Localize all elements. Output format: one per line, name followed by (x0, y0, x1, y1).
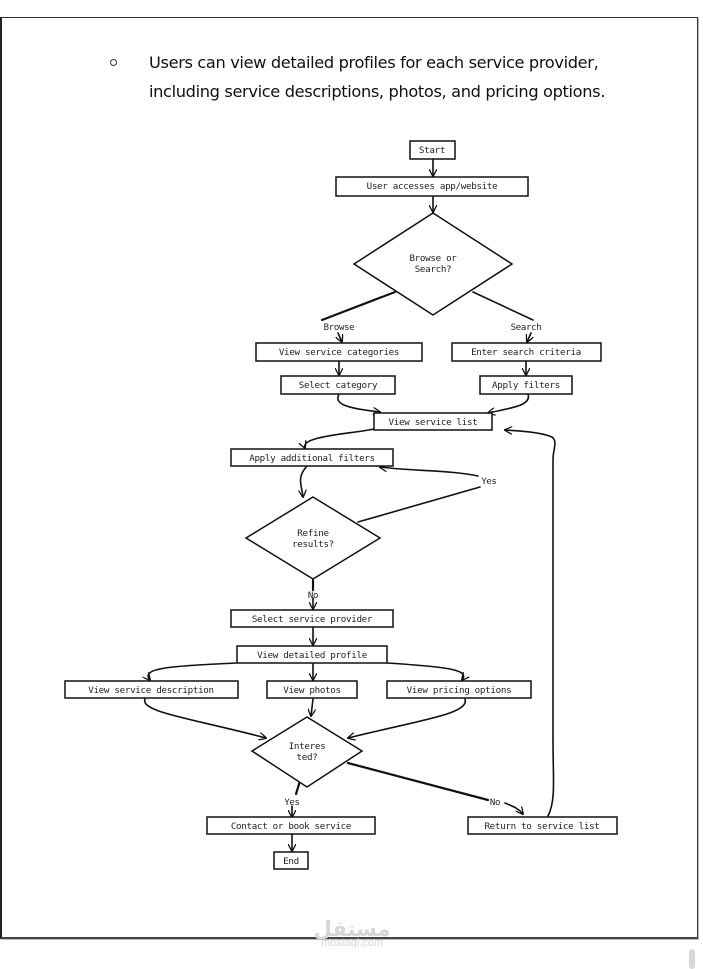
node-enter-search (451, 342, 602, 362)
node-enter-search-label: Enter search criteria (471, 347, 581, 358)
node-interested (250, 716, 364, 788)
edge-filters-list (488, 393, 530, 413)
node-end-label: End (283, 856, 299, 867)
node-end (273, 851, 309, 870)
node-apply-additional (230, 448, 394, 467)
edge-no-return (504, 802, 523, 814)
edge-label-refine-yes: Yes (481, 477, 496, 487)
edge-return-list (505, 430, 556, 817)
node-start-label: Start (419, 145, 445, 156)
edge-label-browse: Browse (324, 323, 355, 333)
node-interested-label-1: Interes (289, 741, 326, 752)
edge-interested-no (346, 761, 490, 802)
edge-profile-pricing (386, 662, 464, 680)
node-apply-filters-label: Apply filters (492, 380, 560, 391)
node-browse-or-search (352, 212, 514, 316)
node-browse-or-search-label-2: Search? (415, 264, 452, 275)
bullet-text-line-2: including service descriptions, photos, … (149, 82, 606, 101)
node-view-pricing-label: View pricing options (407, 685, 512, 696)
edge-photos-interested (311, 698, 313, 716)
node-view-categories (255, 342, 423, 362)
edge-description-interested (144, 698, 266, 738)
node-refine-results-label-1: Refine (297, 528, 328, 539)
node-apply-additional-label: Apply additional filters (249, 453, 375, 464)
edge-decision-browse (320, 290, 397, 322)
watermark-latin: mostaql.com (320, 937, 384, 949)
node-contact-book (206, 816, 376, 835)
node-contact-book-label: Contact or book service (231, 821, 351, 832)
node-return-list-label: Return to service list (484, 821, 599, 832)
node-view-profile (236, 645, 388, 664)
watermark: مستقل mostaql.com (306, 918, 398, 949)
node-view-profile-label: View detailed profile (257, 650, 367, 661)
node-start (409, 140, 456, 160)
edge-list-additional (305, 428, 375, 448)
node-view-description-label: View service description (88, 685, 214, 696)
edge-yes-additional (380, 467, 479, 477)
node-select-provider-label: Select service provider (252, 614, 373, 625)
watermark-arabic: مستقل (313, 917, 391, 941)
edge-decision-search (472, 291, 534, 321)
node-apply-filters (479, 375, 573, 395)
edge-refine-yes (357, 486, 481, 523)
node-view-service-list-label: View service list (389, 417, 478, 428)
node-refine-results (244, 496, 382, 580)
node-view-photos (266, 680, 358, 699)
edge-interested-yes (294, 779, 302, 796)
node-select-provider (230, 609, 394, 628)
node-select-category-label: Select category (299, 380, 378, 391)
edge-browse-categories (338, 332, 342, 342)
node-view-pricing (386, 680, 532, 699)
node-access-label: User accesses app/website (367, 181, 498, 192)
node-view-categories-label: View service categories (279, 347, 399, 358)
bullet-text-line-1: Users can view detailed profiles for eac… (149, 53, 599, 72)
bullet-paragraph: Users can view detailed profiles for eac… (110, 48, 645, 106)
edge-pricing-interested (348, 698, 466, 738)
scrollbar-thumb[interactable] (689, 949, 695, 969)
node-return-list (467, 816, 618, 835)
node-interested-label-2: ted? (297, 752, 318, 763)
node-view-description (64, 680, 239, 699)
node-access (335, 176, 529, 197)
edge-label-search: Search (511, 323, 542, 333)
node-browse-or-search-label-1: Browse or (409, 253, 457, 264)
edge-profile-description (148, 662, 237, 680)
edge-label-interested-no: No (490, 798, 500, 808)
edge-search-enter (527, 332, 531, 342)
edge-category-list (337, 393, 380, 412)
node-select-category (280, 375, 396, 395)
edge-additional-refine (300, 465, 308, 497)
hollow-circle-bullet-icon (110, 59, 117, 66)
edge-label-interested-yes: Yes (284, 798, 299, 808)
node-view-service-list (373, 412, 493, 431)
document-page (0, 17, 698, 939)
node-view-photos-label: View photos (283, 685, 341, 696)
node-refine-results-label-2: results? (292, 539, 334, 550)
edge-label-refine-no: No (308, 591, 318, 601)
